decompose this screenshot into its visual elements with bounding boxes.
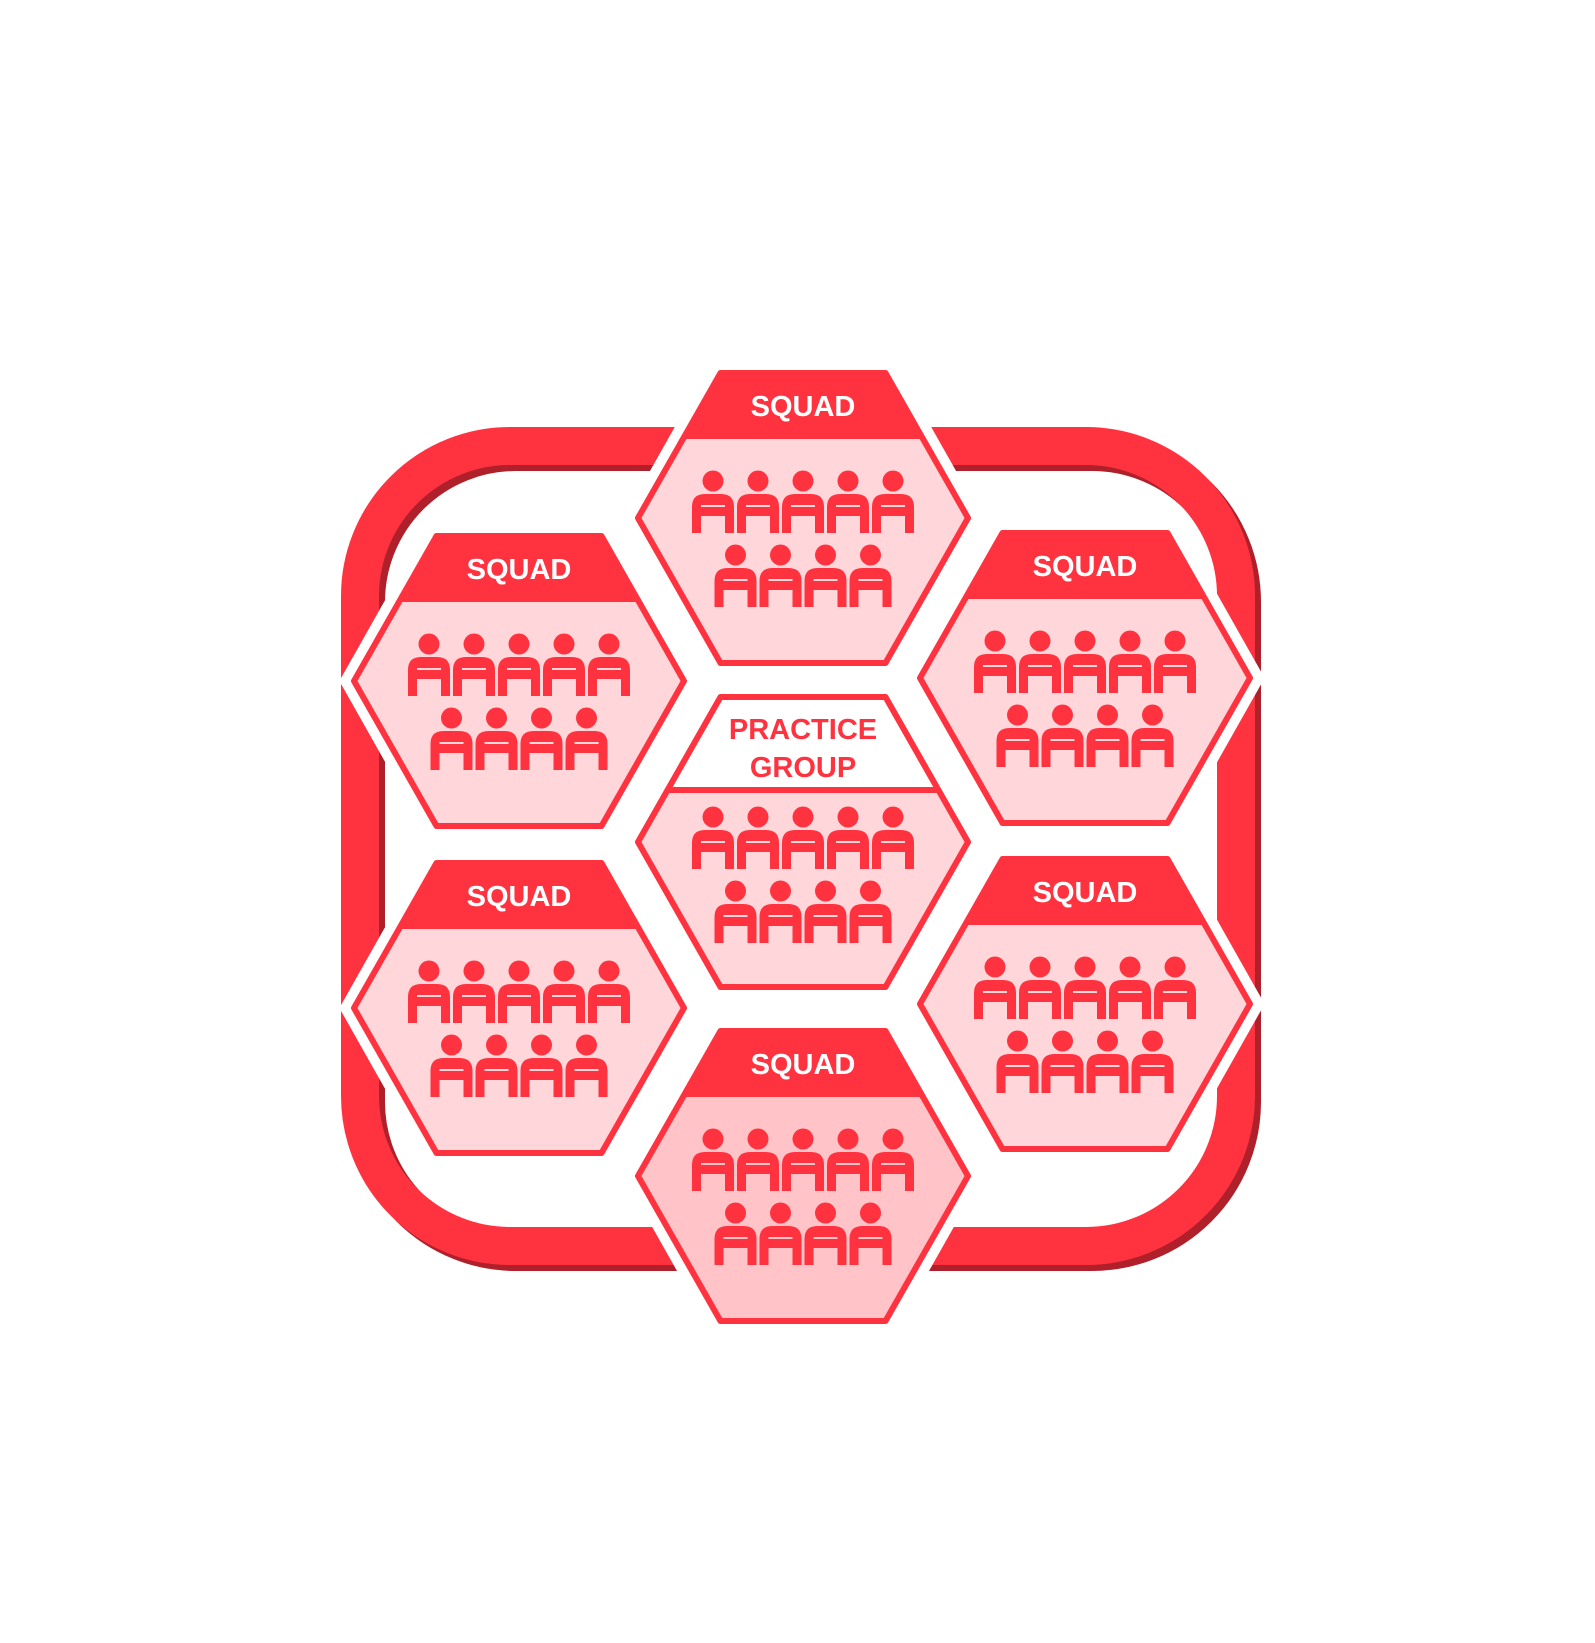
person-icon bbox=[782, 806, 824, 869]
person-icon bbox=[1109, 956, 1151, 1019]
hexagon-outline bbox=[917, 530, 1253, 826]
person-icon bbox=[588, 633, 630, 696]
person-icon bbox=[453, 633, 495, 696]
person-icon bbox=[520, 707, 563, 770]
person-icon bbox=[1154, 630, 1196, 693]
person-icon bbox=[1041, 704, 1084, 767]
person-icon bbox=[1086, 704, 1129, 767]
squad-label: SQUAD bbox=[467, 881, 572, 913]
person-icon bbox=[782, 470, 824, 533]
hexagon-outline bbox=[351, 533, 687, 829]
person-icon bbox=[1131, 1030, 1174, 1093]
person-icon bbox=[692, 806, 734, 869]
hexagon-layer: SQUAD SQUAD SQUAD SQUAD SQUAD SQUAD PRACTICE GR… bbox=[340, 359, 1264, 1335]
person-icon bbox=[714, 880, 757, 943]
person-icon bbox=[1086, 1030, 1129, 1093]
person-icon bbox=[543, 960, 585, 1023]
hexagon-outline bbox=[351, 860, 687, 1156]
hexagon-outline bbox=[635, 370, 971, 666]
person-icon bbox=[996, 1030, 1039, 1093]
person-icon bbox=[782, 1128, 824, 1191]
person-icon bbox=[408, 960, 450, 1023]
person-icon bbox=[408, 633, 450, 696]
hexagon-outline bbox=[917, 856, 1253, 1152]
squad-top: SQUAD bbox=[624, 359, 982, 677]
person-icon bbox=[1154, 956, 1196, 1019]
person-icon bbox=[849, 880, 892, 943]
person-icon bbox=[737, 806, 779, 869]
person-icon bbox=[827, 806, 869, 869]
person-icon bbox=[565, 1034, 608, 1097]
practice-label-line1: PRACTICE bbox=[729, 714, 877, 746]
person-icon bbox=[453, 960, 495, 1023]
person-icon bbox=[1041, 1030, 1084, 1093]
person-icon bbox=[498, 633, 540, 696]
person-icon bbox=[1019, 630, 1061, 693]
person-icon bbox=[692, 1128, 734, 1191]
person-icon bbox=[520, 1034, 563, 1097]
hexagon-outline bbox=[635, 694, 971, 990]
person-icon bbox=[1064, 630, 1106, 693]
practice-group: PRACTICE GROUP bbox=[628, 687, 978, 997]
squad-label: SQUAD bbox=[1033, 877, 1138, 909]
person-icon bbox=[475, 1034, 518, 1097]
person-icon bbox=[974, 630, 1016, 693]
practice-label-line2: GROUP bbox=[750, 752, 856, 784]
person-icon bbox=[543, 633, 585, 696]
person-icon bbox=[692, 470, 734, 533]
person-icon bbox=[827, 470, 869, 533]
person-icon bbox=[849, 544, 892, 607]
squad-upper-left: SQUAD bbox=[340, 522, 698, 840]
person-icon bbox=[588, 960, 630, 1023]
squad-lower-left: SQUAD bbox=[340, 849, 698, 1167]
squad-label: SQUAD bbox=[467, 554, 572, 586]
person-icon bbox=[804, 1202, 847, 1265]
squad-lower-right: SQUAD bbox=[906, 845, 1264, 1163]
person-icon bbox=[804, 544, 847, 607]
person-icon bbox=[1064, 956, 1106, 1019]
person-icon bbox=[1131, 704, 1174, 767]
person-icon bbox=[714, 544, 757, 607]
person-icon bbox=[737, 470, 779, 533]
person-icon bbox=[1109, 630, 1151, 693]
person-icon bbox=[827, 1128, 869, 1191]
person-icon bbox=[872, 806, 914, 869]
person-icon bbox=[430, 1034, 473, 1097]
person-icon bbox=[759, 1202, 802, 1265]
person-icon bbox=[565, 707, 608, 770]
person-icon bbox=[996, 704, 1039, 767]
person-icon bbox=[759, 544, 802, 607]
squad-bottom: SQUAD bbox=[624, 1017, 982, 1335]
person-icon bbox=[1019, 956, 1061, 1019]
person-icon bbox=[759, 880, 802, 943]
person-icon bbox=[475, 707, 518, 770]
squad-upper-right: SQUAD bbox=[906, 519, 1264, 837]
person-icon bbox=[804, 880, 847, 943]
person-icon bbox=[498, 960, 540, 1023]
person-icon bbox=[737, 1128, 779, 1191]
squad-label: SQUAD bbox=[751, 391, 856, 423]
person-icon bbox=[849, 1202, 892, 1265]
person-icon bbox=[430, 707, 473, 770]
hexagon-outline bbox=[635, 1028, 971, 1324]
person-icon bbox=[714, 1202, 757, 1265]
person-icon bbox=[872, 470, 914, 533]
squad-label: SQUAD bbox=[1033, 551, 1138, 583]
person-icon bbox=[872, 1128, 914, 1191]
person-icon bbox=[974, 956, 1016, 1019]
squad-label: SQUAD bbox=[751, 1049, 856, 1081]
